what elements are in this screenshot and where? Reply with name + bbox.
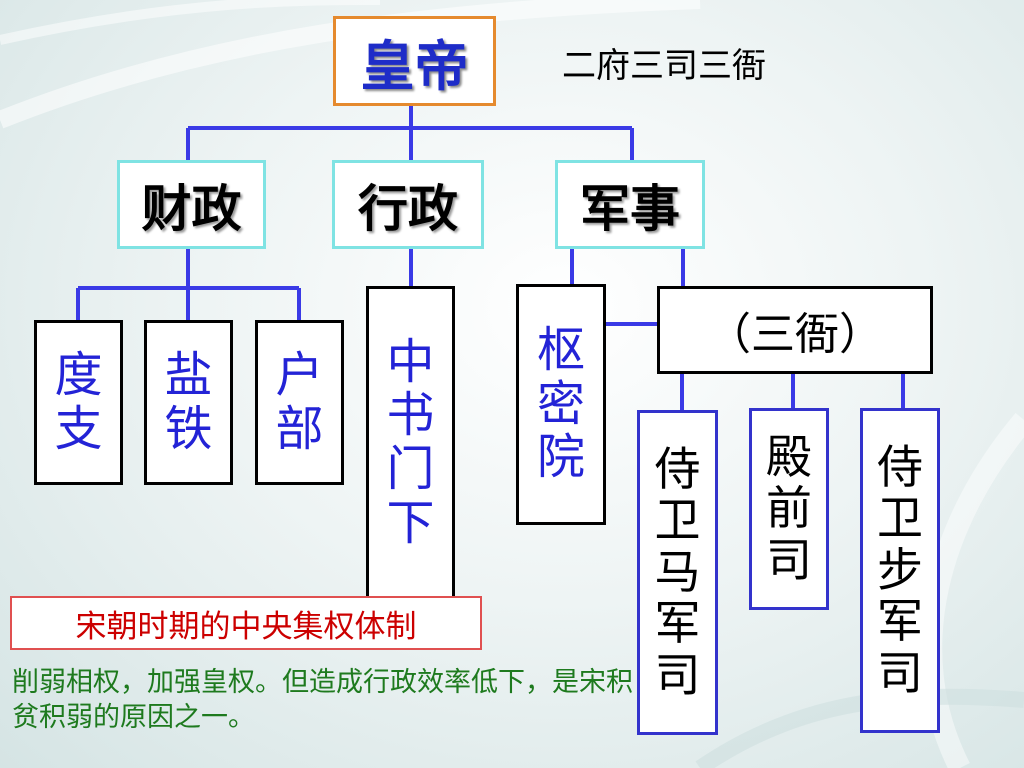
secretariat-box: 中 书 门 下 <box>366 286 455 600</box>
privy-council-box: 枢 密 院 <box>516 284 606 525</box>
caption-text: 宋朝时期的中央集权体制 <box>75 608 417 645</box>
office-duzhi-char: 度 <box>54 346 103 403</box>
branch-administration-label: 行政 <box>358 179 458 238</box>
branch-finance: 财政 <box>117 160 266 249</box>
three-commands-box: （三衙） <box>657 286 933 374</box>
office-duzhi: 度 支 <box>34 320 123 485</box>
secretariat-char: 中 <box>386 333 435 390</box>
caption-box: 宋朝时期的中央集权体制 <box>10 596 482 650</box>
command-infantry-char: 卫 <box>877 491 923 546</box>
emperor-label: 皇帝 <box>360 34 469 98</box>
command-infantry-char: 军 <box>877 594 923 649</box>
command-infantry-char: 步 <box>877 542 923 597</box>
command-cavalry-char: 侍 <box>654 441 701 496</box>
command-palace-char: 司 <box>766 532 812 587</box>
command-cavalry: 侍 卫 马 军 司 <box>637 410 718 735</box>
secretariat-char: 门 <box>386 441 435 497</box>
command-cavalry-char: 马 <box>654 544 701 599</box>
emperor-box: 皇帝 <box>333 16 496 106</box>
secretariat-char: 下 <box>386 494 435 551</box>
office-yantie-char: 铁 <box>164 400 213 457</box>
summary-note: 削弱相权，加强皇权。但造成行政效率低下，是宋积贫积弱的原因之一。 <box>12 667 633 733</box>
command-cavalry-char: 司 <box>654 647 701 702</box>
command-infantry-char: 司 <box>877 645 923 700</box>
privy-council-char: 院 <box>536 429 585 486</box>
privy-council-char: 密 <box>536 375 585 432</box>
secretariat-char: 书 <box>386 387 435 444</box>
branch-military: 军事 <box>555 160 705 249</box>
office-hubu-char: 部 <box>275 400 324 457</box>
office-yantie: 盐 铁 <box>144 320 233 485</box>
office-hubu-char: 户 <box>275 346 324 403</box>
command-infantry-char: 侍 <box>877 439 923 494</box>
branch-finance-label: 财政 <box>141 179 242 238</box>
subtitle: 二府三司三衙 <box>562 46 766 86</box>
office-yantie-char: 盐 <box>164 346 213 403</box>
branch-military-label: 军事 <box>580 179 680 238</box>
command-palace-char: 殿 <box>766 429 812 484</box>
command-infantry: 侍 卫 步 军 司 <box>860 408 940 733</box>
command-cavalry-char: 卫 <box>654 493 701 548</box>
office-duzhi-char: 支 <box>54 400 103 457</box>
privy-council-char: 枢 <box>536 321 585 378</box>
command-palace: 殿 前 司 <box>749 408 829 610</box>
command-palace-char: 前 <box>766 481 812 536</box>
command-cavalry-char: 军 <box>654 596 701 651</box>
branch-administration: 行政 <box>332 160 484 249</box>
three-commands-label: （三衙） <box>707 309 883 360</box>
office-hubu: 户 部 <box>255 320 344 485</box>
